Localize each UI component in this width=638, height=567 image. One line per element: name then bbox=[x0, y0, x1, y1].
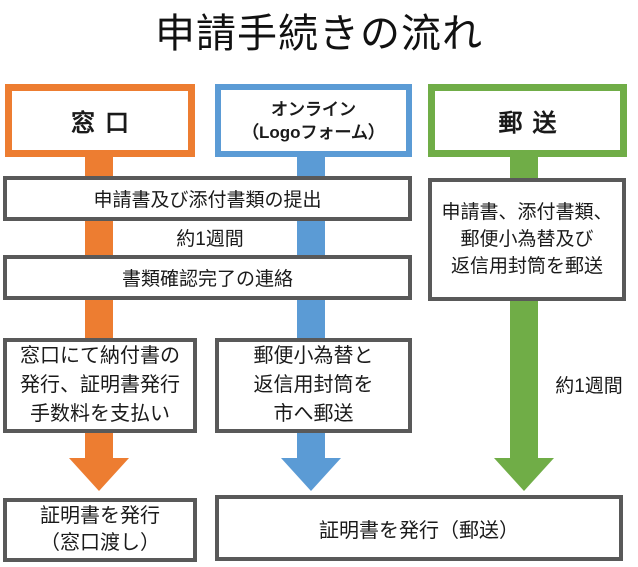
step-label-mail-docs-line3: 返信用封筒を郵送 bbox=[450, 256, 603, 277]
online-flow-arrow-head bbox=[281, 458, 341, 491]
header-box-mail: 郵送 bbox=[428, 84, 627, 157]
header-box-counter: 窓口 bbox=[5, 84, 195, 157]
header-label-mail: 郵送 bbox=[498, 110, 567, 137]
step-label-submit: 申請書及び添付書類の提出 bbox=[93, 190, 322, 211]
step-label-counter-pay-line1: 窓口にて納付書の bbox=[20, 345, 180, 367]
step-box-mail-documents: 申請書、添付書類、 郵便小為替及び 返信用封筒を郵送 bbox=[428, 178, 626, 301]
step-label-confirm: 書類確認完了の連絡 bbox=[121, 269, 293, 290]
step-label-online-send-line3: 市へ郵送 bbox=[273, 403, 354, 425]
header-label-counter: 窓口 bbox=[71, 110, 139, 137]
step-label-issue-counter-line2: （窓口渡し） bbox=[40, 532, 160, 554]
step-box-issue-certificate-mail: 証明書を発行（郵送） bbox=[215, 495, 623, 561]
step-box-submit-documents: 申請書及び添付書類の提出 bbox=[3, 176, 412, 221]
step-box-online-send: 郵便小為替と 返信用封筒を 市へ郵送 bbox=[215, 338, 412, 433]
step-label-online-send-line2: 返信用封筒を bbox=[253, 374, 374, 396]
step-label-issue-mail: 証明書を発行（郵送） bbox=[319, 519, 519, 542]
step-box-counter-payment: 窓口にて納付書の 発行、証明書発行 手数料を支払い bbox=[3, 338, 197, 433]
counter-flow-arrow-head bbox=[69, 458, 129, 491]
header-label-online-line2: （Logoフォーム） bbox=[241, 122, 386, 142]
step-label-mail-docs-line2: 郵便小為替及び bbox=[460, 229, 594, 250]
step-label-counter-pay-line3: 手数料を支払い bbox=[30, 403, 170, 425]
header-label-online-line1: オンライン bbox=[271, 99, 356, 119]
step-box-confirmation-contact: 書類確認完了の連絡 bbox=[3, 255, 412, 300]
step-box-issue-certificate-counter: 証明書を発行 （窓口渡し） bbox=[3, 498, 197, 562]
header-box-online: オンライン （Logoフォーム） bbox=[215, 84, 412, 157]
step-label-online-send-line1: 郵便小為替と bbox=[253, 345, 374, 367]
wait-label-left: 約1週間 bbox=[176, 229, 244, 250]
mail-flow-arrow-head bbox=[494, 458, 554, 491]
step-label-counter-pay-line2: 発行、証明書発行 bbox=[20, 374, 180, 396]
wait-label-right: 約1週間 bbox=[555, 376, 623, 397]
step-label-issue-counter-line1: 証明書を発行 bbox=[40, 505, 160, 527]
step-label-mail-docs-line1: 申請書、添付書類、 bbox=[441, 202, 613, 223]
page-title: 申請手続きの流れ bbox=[155, 12, 483, 56]
